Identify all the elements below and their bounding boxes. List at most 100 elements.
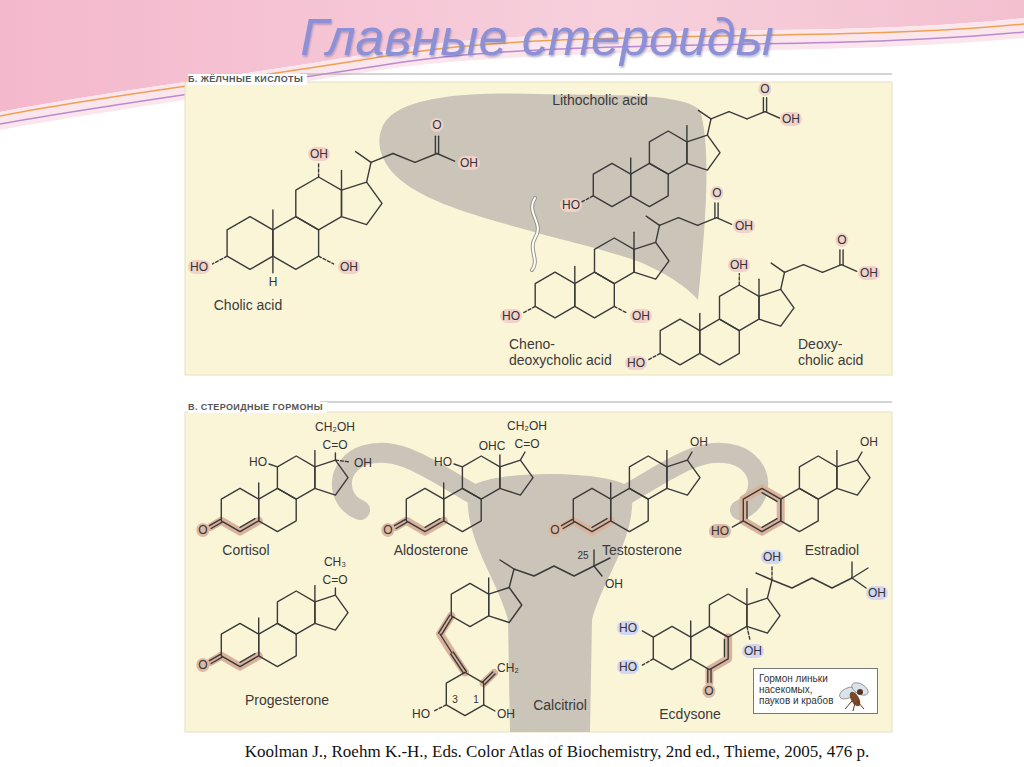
bond-line (842, 265, 857, 272)
atom-label: OH (338, 260, 360, 274)
atom-label: C=O (320, 573, 349, 587)
double-bond (483, 672, 493, 682)
bond-line (367, 162, 371, 182)
atom-label: HO (709, 524, 731, 538)
double-bond (710, 670, 711, 683)
atom-label: OH (858, 435, 880, 449)
steroid-ring (660, 319, 700, 365)
bond-line (739, 274, 740, 285)
steroid-ring (273, 217, 319, 270)
steroid-ring (259, 488, 297, 531)
bond-line (434, 705, 446, 711)
compound-name: Deoxy- cholic acid (796, 336, 880, 368)
bond-chain (509, 566, 594, 588)
double-bond (240, 519, 255, 528)
methyl-bond (488, 578, 489, 594)
double-bond (441, 617, 452, 635)
double-bond (592, 519, 607, 528)
steroid-ring (799, 456, 837, 499)
double-bond (762, 493, 777, 502)
fly-icon (837, 679, 873, 713)
bond-line (698, 110, 711, 119)
atom-label: HO (625, 356, 647, 370)
atom-label: OH (603, 577, 625, 591)
steroid-ring (709, 594, 747, 637)
uterine-tube (342, 453, 480, 510)
steroid-ring (277, 456, 315, 499)
methyl-bond (686, 126, 687, 142)
bond-line (767, 580, 772, 598)
methyl-bond (699, 314, 700, 331)
bond-line (679, 218, 698, 226)
steroid-ring (781, 488, 819, 531)
double-bond (714, 203, 715, 218)
bond-line (614, 306, 627, 313)
methyl-bond (630, 158, 631, 174)
bond-line (656, 225, 660, 242)
steroid-ring (837, 460, 870, 495)
atom-label: HO (247, 455, 269, 469)
double-bond (707, 670, 708, 683)
bond-line (707, 119, 711, 135)
bond-line (520, 452, 525, 460)
bond-line (852, 578, 866, 588)
methyl-bond (610, 483, 611, 499)
atom-label: HO (617, 621, 639, 635)
double-bond (211, 657, 222, 663)
bond-line (594, 558, 610, 566)
methyl-bond (443, 483, 444, 499)
steroid-ring (451, 583, 488, 626)
atom-label: CH₂ (495, 661, 521, 675)
steroid-ring (595, 238, 635, 284)
atom-label: C=O (512, 437, 541, 451)
compound-name: Lithocholic acid (550, 92, 650, 108)
atom-label: OH (761, 550, 783, 564)
steroid-ring (446, 672, 483, 715)
methyl-bond (633, 232, 634, 249)
atom-label: HO (410, 707, 432, 721)
bond-line (717, 218, 732, 225)
bond-line (356, 152, 371, 163)
atom-label: OH (742, 644, 764, 658)
gallbladder-duct (532, 198, 538, 270)
steroid-ring (611, 488, 649, 531)
steroid-ring (221, 488, 258, 531)
steroid-ring (221, 623, 258, 666)
bond-line (732, 521, 743, 527)
atom-label: OH (728, 258, 750, 272)
steroid-ring (743, 488, 780, 531)
double-bond (438, 136, 439, 153)
steroid-ring (759, 289, 794, 326)
source-caption: Koolman J., Roehm K.-H., Eds. Color Atla… (0, 741, 1024, 763)
compound-name: Aldosterone (392, 542, 471, 558)
bond-line (213, 256, 228, 264)
double-bond (396, 522, 407, 528)
bond-line (660, 218, 679, 226)
double-bond (842, 250, 843, 265)
methyl-bond (574, 267, 575, 284)
bond-highlight (562, 521, 610, 532)
bond-line (823, 265, 842, 273)
bond-line (771, 566, 772, 580)
steroid-ring (489, 588, 522, 623)
methyl-bond (341, 170, 342, 190)
gallbladder-duct (532, 198, 538, 270)
bond-line (272, 256, 273, 273)
compound-name: Estradiol (803, 542, 861, 558)
panel-heading: В. СТЕРОИДНЫЕ ГОРМОНЫ (188, 402, 327, 413)
fly-leg (853, 703, 855, 711)
panel-heading: Б. ЖЁЛЧНЫЕ КИСЛОТЫ (188, 74, 307, 85)
steroid-ring (315, 595, 348, 630)
bond-line (454, 464, 462, 467)
bond-highlight (210, 656, 258, 667)
steroid-ring (700, 319, 740, 365)
header-rule (320, 402, 892, 403)
slide-title: Главные стероиды (0, 6, 1024, 68)
bond-line (756, 573, 772, 580)
methyl-bond (314, 451, 315, 467)
bond-line (646, 216, 659, 225)
bond-line (594, 566, 602, 576)
bond-highlight (743, 488, 780, 531)
steroid-ring (444, 488, 482, 531)
methyl-bond (666, 451, 667, 467)
